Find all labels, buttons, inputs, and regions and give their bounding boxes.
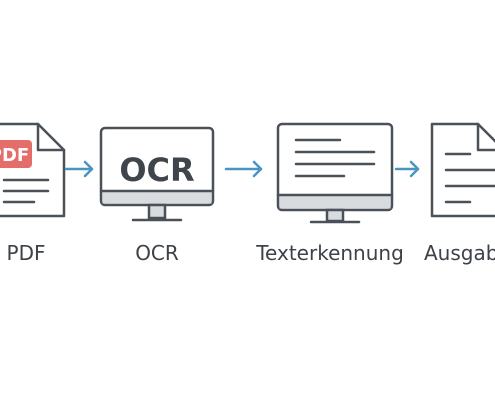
output-document-icon [430,122,495,218]
stage-label-pdf: PDF [7,241,46,265]
pdf-document-icon: PDF [0,122,66,218]
pdf-badge [0,140,32,168]
arrow-texterkennung-to-ausgabe [394,160,420,178]
stage-label-texterkennung: Texterkennung [255,241,404,265]
ocr-monitor-icon: OCR [99,126,215,222]
arrow-ocr-to-texterkennung [224,160,263,178]
ocr-screen-text: OCR [119,151,194,189]
pdf-badge-text: PDF [0,145,29,166]
arrow-pdf-to-ocr [64,160,94,178]
stage-label-ausgabe: Ausgabe [424,241,495,265]
text-monitor-icon [276,122,394,224]
stage-label-ocr: OCR [135,241,179,265]
